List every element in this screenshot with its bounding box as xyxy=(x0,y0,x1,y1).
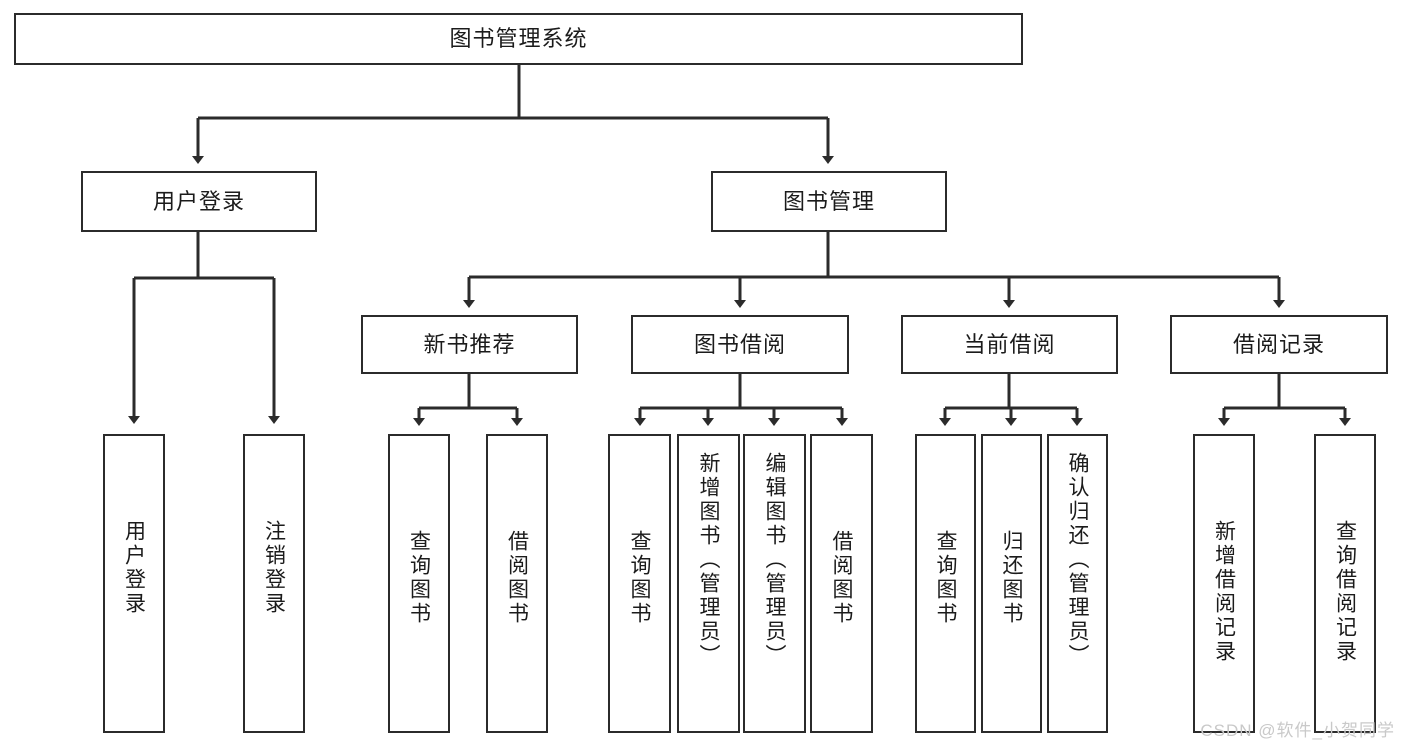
leaf-label: 查询图书 xyxy=(407,530,431,626)
leaf-user-login-logout[interactable]: 注销登录 xyxy=(243,434,305,733)
node-user-login[interactable]: 用户登录 xyxy=(81,171,317,232)
node-book-management[interactable]: 图书管理 xyxy=(711,171,947,232)
leaf-label: 查询图书 xyxy=(934,530,957,626)
leaf-label: 用户登录 xyxy=(122,520,146,616)
leaf-label: 新增借阅记录 xyxy=(1212,520,1236,664)
leaf-label: 借阅图书 xyxy=(505,530,529,626)
leaf-borrow-record-add[interactable]: 新增借阅记录 xyxy=(1193,434,1255,733)
node-root-label: 图书管理系统 xyxy=(449,26,588,52)
node-current-borrow[interactable]: 当前借阅 xyxy=(901,315,1118,374)
leaf-label: 新增图书（管理员） xyxy=(697,452,720,668)
leaf-book-borrow-add[interactable]: 新增图书（管理员） xyxy=(677,434,740,733)
leaf-label: 借阅图书 xyxy=(830,530,853,626)
leaf-label: 查询借阅记录 xyxy=(1333,520,1357,664)
node-current-borrow-label: 当前借阅 xyxy=(963,331,1056,357)
leaf-user-login-login[interactable]: 用户登录 xyxy=(103,434,165,733)
node-new-book-recommend[interactable]: 新书推荐 xyxy=(361,315,578,374)
leaf-label: 查询图书 xyxy=(628,530,651,626)
leaf-book-borrow-borrow[interactable]: 借阅图书 xyxy=(810,434,873,733)
leaf-new-book-query[interactable]: 查询图书 xyxy=(388,434,450,733)
leaf-label: 编辑图书（管理员） xyxy=(763,452,786,668)
leaf-book-borrow-edit[interactable]: 编辑图书（管理员） xyxy=(743,434,806,733)
node-book-borrow-label: 图书借阅 xyxy=(693,331,786,357)
leaf-label: 归还图书 xyxy=(1000,530,1023,626)
leaf-label: 确认归还（管理员） xyxy=(1066,452,1089,668)
leaf-current-borrow-confirm[interactable]: 确认归还（管理员） xyxy=(1047,434,1108,733)
node-book-management-label: 图书管理 xyxy=(782,188,875,214)
leaf-label: 注销登录 xyxy=(262,520,286,616)
leaf-borrow-record-query[interactable]: 查询借阅记录 xyxy=(1314,434,1376,733)
node-borrow-record[interactable]: 借阅记录 xyxy=(1170,315,1388,374)
leaf-book-borrow-query[interactable]: 查询图书 xyxy=(608,434,671,733)
node-new-book-recommend-label: 新书推荐 xyxy=(423,331,516,357)
node-borrow-record-label: 借阅记录 xyxy=(1232,331,1325,357)
node-user-login-label: 用户登录 xyxy=(152,188,245,214)
leaf-current-borrow-return[interactable]: 归还图书 xyxy=(981,434,1042,733)
leaf-new-book-borrow[interactable]: 借阅图书 xyxy=(486,434,548,733)
node-root[interactable]: 图书管理系统 xyxy=(14,13,1023,65)
leaf-current-borrow-query[interactable]: 查询图书 xyxy=(915,434,976,733)
node-book-borrow[interactable]: 图书借阅 xyxy=(631,315,849,374)
